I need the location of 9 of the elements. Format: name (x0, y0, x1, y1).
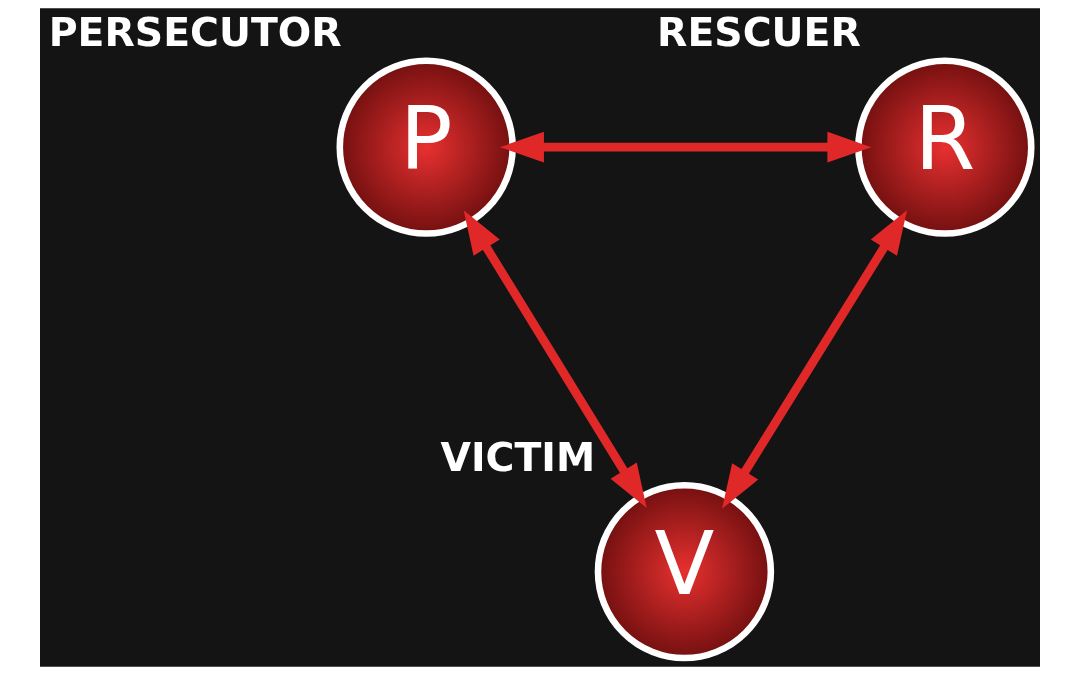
arrow (463, 210, 647, 509)
node-label: RESCUER (657, 9, 861, 56)
arrow (500, 131, 872, 163)
node-label: VICTIM (440, 433, 596, 480)
node-circle: V (594, 481, 775, 662)
node-circle: R (855, 57, 1035, 237)
node-label: PERSECUTOR (48, 9, 342, 56)
arrow (722, 210, 907, 509)
node-circle: P (336, 57, 516, 237)
